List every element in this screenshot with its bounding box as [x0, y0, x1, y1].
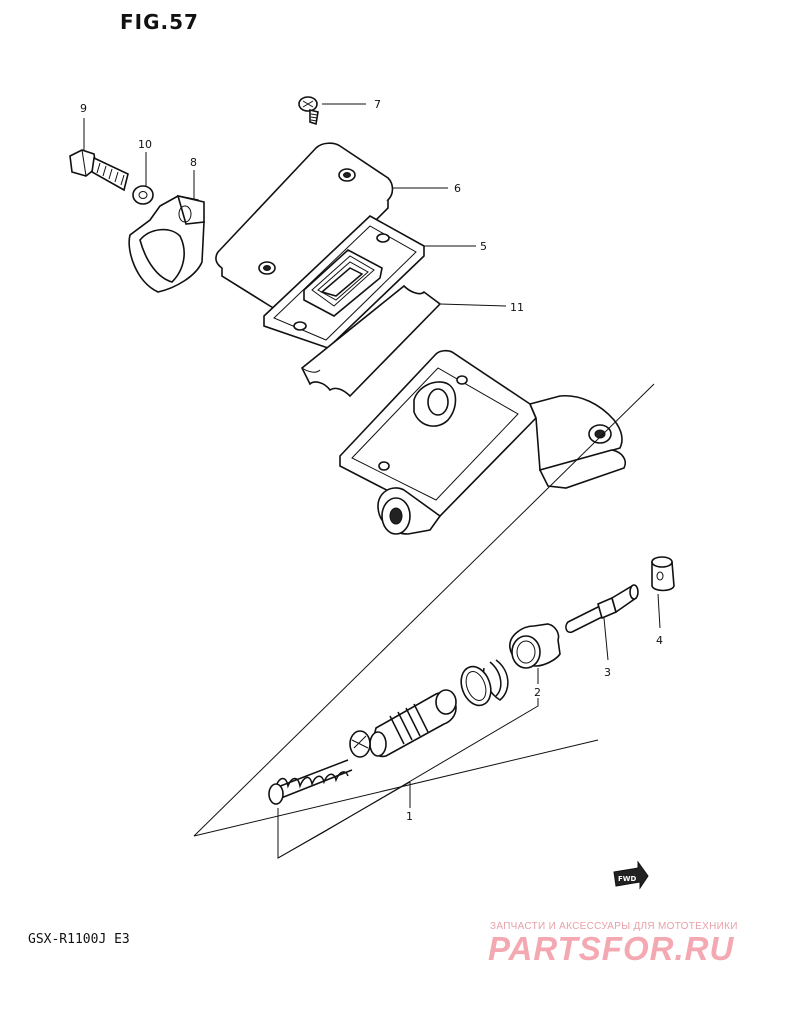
- part-2-boot[interactable]: [509, 623, 561, 669]
- model-code: GSX-R1100J E3: [28, 932, 130, 947]
- callout-1: 1: [406, 810, 413, 823]
- callout-11: 11: [510, 301, 524, 314]
- callout-9: 9: [80, 102, 87, 115]
- part-4-cap[interactable]: [651, 556, 675, 592]
- callout-3: 3: [604, 666, 611, 679]
- callout-8: 8: [190, 156, 197, 169]
- leader-lines: [83, 103, 661, 859]
- callout-4: 4: [656, 634, 663, 647]
- part-7-screw[interactable]: [298, 96, 319, 126]
- callout-10: 10: [138, 138, 152, 151]
- master-cylinder-body[interactable]: [339, 349, 627, 535]
- piston-cup[interactable]: [349, 730, 371, 758]
- callout-6: 6: [454, 182, 461, 195]
- watermark-logo: PARTSFOR.RU: [488, 930, 735, 967]
- part-6-reservoir-cap[interactable]: [215, 142, 394, 310]
- callout-labels: 9 10 8 7 6 5 11 4 3 2 1: [80, 98, 663, 823]
- part-3-push-rod[interactable]: [565, 584, 639, 634]
- figure-title: FIG.57: [120, 10, 199, 34]
- fwd-label: FWD: [618, 875, 637, 883]
- part-10-washer[interactable]: [132, 185, 154, 205]
- part-11-gasket[interactable]: [300, 284, 442, 398]
- return-spring[interactable]: [268, 759, 353, 805]
- part-9-bolt[interactable]: [69, 149, 129, 192]
- fwd-arrow-icon: FWD: [613, 860, 649, 890]
- piston[interactable]: [369, 689, 457, 758]
- callout-5: 5: [480, 240, 487, 253]
- callout-7: 7: [374, 98, 381, 111]
- part-5-diaphragm-plate[interactable]: [263, 215, 425, 349]
- watermark-tagline: ЗАПЧАСТИ И АКСЕССУАРЫ ДЛЯ МОТОТЕХНИКИ: [490, 921, 738, 932]
- o-ring[interactable]: [456, 662, 496, 709]
- part-8-clamp[interactable]: [128, 194, 205, 293]
- callout-2: 2: [534, 686, 541, 699]
